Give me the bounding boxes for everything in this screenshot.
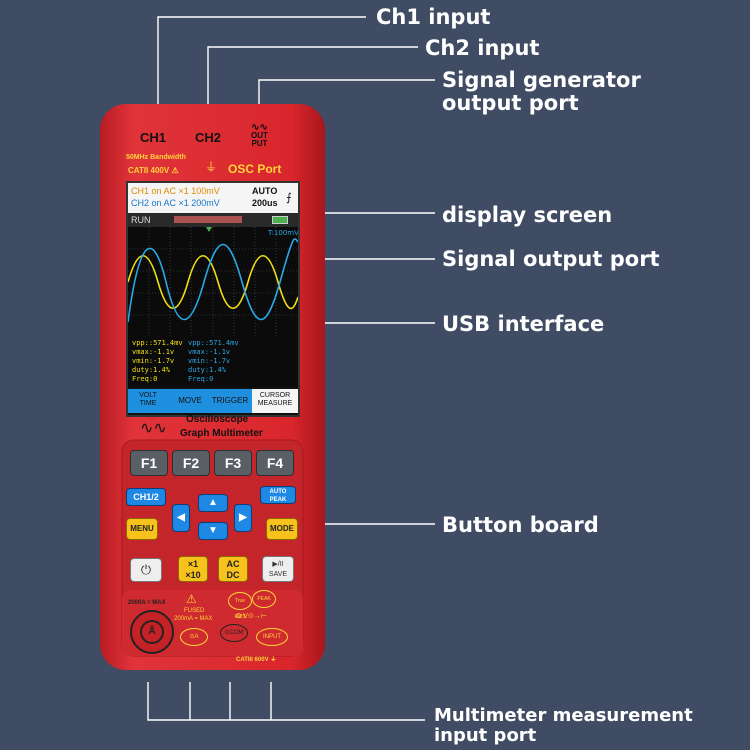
label-display-screen: display screen bbox=[442, 203, 613, 227]
mode-button[interactable]: MODE bbox=[266, 518, 298, 540]
label-signal-generator-2: output port bbox=[442, 91, 579, 115]
ma-jack-icon: ⊙ bbox=[189, 634, 195, 640]
peak-badge: PEAK bbox=[252, 590, 276, 608]
leader-ch1 bbox=[157, 16, 366, 118]
ch1-settings: CH1 on AC ×1 100mV bbox=[131, 186, 220, 196]
label-ch2-input: Ch2 input bbox=[425, 36, 540, 60]
leader-multimeter bbox=[147, 682, 425, 721]
f3-button[interactable]: F3 bbox=[214, 450, 252, 476]
label-signal-generator-1: Signal generator bbox=[442, 68, 641, 92]
osc-port-label: OSC Port bbox=[228, 162, 282, 176]
trigger-level-text: T:100mV bbox=[267, 229, 298, 237]
trigger-marker bbox=[206, 227, 212, 232]
brand-wave-icon: ∿∿ bbox=[140, 420, 167, 437]
amps-jack-icon: Ā bbox=[140, 620, 164, 644]
label-multimeter-1: Multimeter measurement bbox=[434, 705, 693, 726]
catii-label: CATII 400V ⚠ bbox=[128, 166, 179, 175]
output-port-label: ∿∿ OUT PUT bbox=[251, 122, 268, 148]
fuse-warning-icon: ⚠ bbox=[186, 592, 197, 606]
x1-x10-button[interactable]: ×1×10 bbox=[178, 556, 208, 582]
label-button-board: Button board bbox=[442, 513, 599, 537]
up-arrow-button[interactable]: ▲ bbox=[198, 494, 228, 512]
label-usb-interface: USB interface bbox=[442, 312, 605, 336]
down-arrow-button[interactable]: ▼ bbox=[198, 522, 228, 540]
tab-move[interactable]: MOVE bbox=[178, 396, 202, 405]
ch2-port-label: CH2 bbox=[195, 130, 222, 145]
true-rms-badge: True RMS bbox=[228, 592, 252, 620]
right-arrow-icon: ▶ bbox=[239, 512, 247, 523]
amps-input-jack[interactable]: Ā bbox=[130, 610, 174, 654]
ch1-measurements: vpp::571.4mv vmax:-1.1v vmin:-1.7v duty:… bbox=[132, 339, 183, 383]
fused-max-label: 200mA = MAX bbox=[174, 616, 213, 622]
label-multimeter-2: input port bbox=[434, 725, 537, 746]
memory-bar bbox=[174, 216, 242, 223]
brand-graph-multimeter: Graph Multimeter bbox=[180, 428, 263, 439]
ch1-waveform bbox=[128, 254, 298, 310]
ch1-port-label: CH1 bbox=[140, 130, 167, 145]
tab-trigger[interactable]: TRIGGER bbox=[211, 396, 249, 405]
power-button[interactable]: ⏻ bbox=[130, 558, 162, 582]
v-input-jack[interactable]: INPUT bbox=[256, 628, 288, 646]
fused-label: FUSED bbox=[184, 608, 205, 614]
trigger-edge-icon: ⨍ bbox=[286, 192, 292, 204]
up-arrow-icon: ▲ bbox=[208, 497, 218, 508]
measurement-panel: vpp::571.4mv vmax:-1.1v vmin:-1.7v duty:… bbox=[128, 337, 298, 387]
ma-input-jack[interactable]: ⊙A bbox=[180, 628, 208, 646]
f4-button[interactable]: F4 bbox=[256, 450, 294, 476]
ch2-waveform bbox=[128, 238, 298, 323]
wave-icon: ∿∿ bbox=[251, 122, 268, 133]
ch2-measurements: vpp::571.4mv vmax:-1.1v vmin:-1.7v duty:… bbox=[188, 339, 239, 383]
f2-button[interactable]: F2 bbox=[172, 450, 210, 476]
f1-button[interactable]: F1 bbox=[130, 450, 168, 476]
ch2-settings: CH2 on AC ×1 200mV bbox=[131, 198, 220, 208]
waveform-display: T:100mV bbox=[128, 227, 298, 337]
com-input-jack[interactable]: ⊙COM bbox=[220, 624, 248, 642]
menu-button[interactable]: MENU bbox=[126, 518, 158, 540]
tab-cursor-measure[interactable]: CURSOR MEASURE bbox=[252, 389, 298, 413]
auto-label: AUTO bbox=[252, 186, 278, 196]
ground-icon: ⏚ bbox=[205, 160, 218, 174]
com-jack-icon: ⊙ bbox=[224, 630, 230, 636]
warning-icon: ⚠ bbox=[171, 166, 179, 175]
power-icon: ⏻ bbox=[140, 562, 152, 577]
display-screen: CH1 on AC ×1 100mV CH2 on AC ×1 200mV AU… bbox=[126, 181, 300, 417]
left-arrow-button[interactable]: ◀ bbox=[172, 504, 190, 532]
battery-icon bbox=[272, 216, 288, 224]
right-arrow-button[interactable]: ▶ bbox=[234, 504, 252, 532]
timebase-label: 200us bbox=[252, 198, 278, 208]
screen-status-bar: RUN bbox=[128, 213, 298, 227]
leader-ch2 bbox=[207, 46, 418, 118]
down-arrow-icon: ▼ bbox=[208, 525, 218, 536]
screen-tab-bar: VOLT TIME MOVE TRIGGER CURSOR MEASURE bbox=[128, 389, 298, 413]
measurement-symbols: Ω V⊙→⊢ bbox=[236, 613, 267, 620]
oscilloscope-multimeter-device: CH1 CH2 ∿∿ OUT PUT 50MHz Bandwidth CATII… bbox=[100, 104, 325, 670]
tab-volt-time[interactable]: VOLT TIME bbox=[139, 392, 157, 407]
brand-oscilloscope: Oscilloscope bbox=[186, 414, 249, 425]
catiii-label: CATIII 600V ⏚ bbox=[236, 657, 277, 663]
run-label: RUN bbox=[131, 215, 151, 225]
bandwidth-label: 50MHz Bandwidth bbox=[126, 154, 186, 161]
amps-max-label: 2000A = MAX bbox=[128, 600, 166, 606]
label-ch1-input: Ch1 input bbox=[376, 5, 491, 29]
label-signal-output-port: Signal output port bbox=[442, 247, 660, 271]
ch12-button[interactable]: CH1/2 bbox=[126, 488, 166, 506]
screen-info-bar: CH1 on AC ×1 100mV CH2 on AC ×1 200mV AU… bbox=[128, 183, 298, 213]
left-arrow-icon: ◀ bbox=[177, 512, 185, 523]
